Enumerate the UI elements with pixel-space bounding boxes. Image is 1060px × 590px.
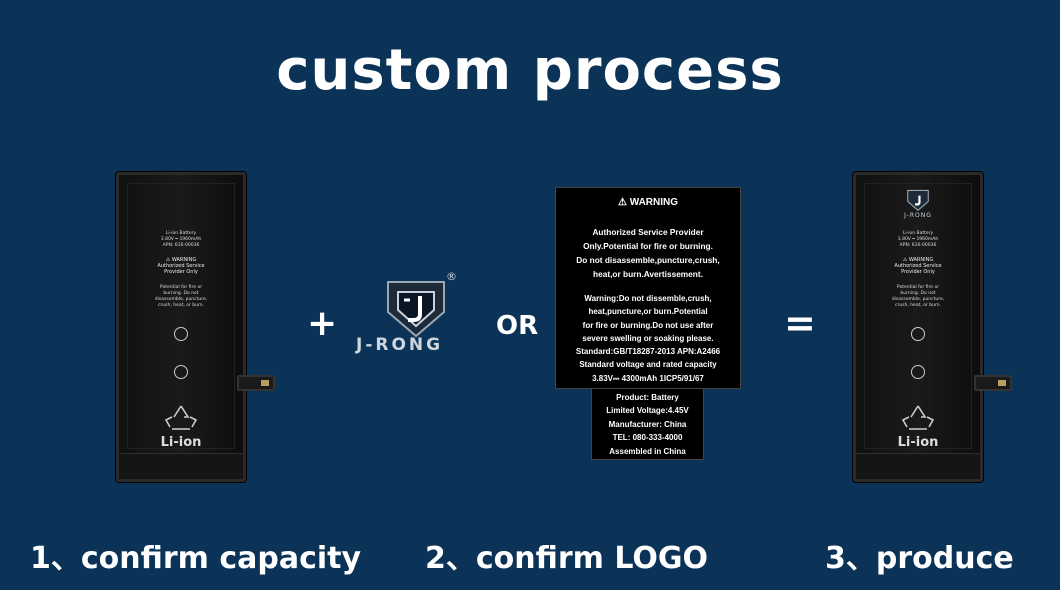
step-confirm-logo: 2、confirm LOGO [425, 541, 709, 576]
warning-label-text-mid: Warning:Do not dissemble,crush, heat,pun… [575, 294, 721, 383]
equals-sign: = [784, 301, 816, 345]
battery-foot [856, 453, 980, 479]
li-ion-label: Li-ion [160, 435, 202, 450]
battery-warning-text: ⚠ WARNING Authorized Service Provider On… [157, 257, 205, 275]
battery-plain-image: Li-ion Battery 3.80V ━ 1960mAh APN: 616-… [116, 172, 275, 482]
logo-text: J-RONG [356, 335, 444, 355]
battery-label-area [127, 183, 235, 449]
battery-warning-text: ⚠ WARNING Authorized Service Provider On… [894, 257, 942, 275]
battery-branded-image: J-RONG Li-ion Battery 3.80V ━ 1960mAh AP… [853, 172, 1012, 482]
info-icon [174, 365, 188, 379]
j-rong-logo-mark [387, 281, 445, 338]
step-confirm-capacity: 1、confirm capacity [30, 541, 362, 576]
j-rong-logo-small [907, 189, 929, 211]
warning-label-bottom: Product: Battery Limited Voltage:4.45V M… [591, 388, 704, 460]
battery-logo-text: J-RONG [904, 212, 932, 219]
battery-spec-text: Li-ion Battery 3.80V ━ 1960mAh APN: 616-… [897, 231, 939, 248]
page-title: custom process [276, 38, 784, 103]
li-ion-label: Li-ion [897, 435, 939, 450]
battery-caution-text: Potential for fire or burning. Do not di… [154, 285, 208, 308]
warning-label-text-top: Authorized Service Provider Only.Potenti… [576, 227, 720, 279]
certification-icon [911, 327, 925, 341]
step-produce: 3、produce [825, 541, 1014, 576]
battery-label-area [864, 183, 972, 449]
warning-label-text-bottom: Product: Battery Limited Voltage:4.45V M… [606, 393, 689, 456]
recycle-icon [901, 405, 935, 430]
battery-connector [974, 375, 1012, 391]
battery-foot [119, 453, 243, 479]
warning-label-top: ⚠ WARNING Authorized Service Provider On… [555, 187, 741, 389]
plus-sign: + [307, 303, 338, 344]
or-text: OR [496, 311, 539, 341]
info-icon [911, 365, 925, 379]
battery-caution-text: Potential for fire or burning. Do not di… [891, 285, 945, 308]
registered-mark: ® [446, 270, 457, 283]
battery-spec-text: Li-ion Battery 3.80V ━ 1960mAh APN: 616-… [160, 231, 202, 248]
battery-connector [237, 375, 275, 391]
warning-label-header: ⚠ WARNING [617, 197, 679, 208]
recycle-icon [164, 405, 198, 430]
certification-icon [174, 327, 188, 341]
